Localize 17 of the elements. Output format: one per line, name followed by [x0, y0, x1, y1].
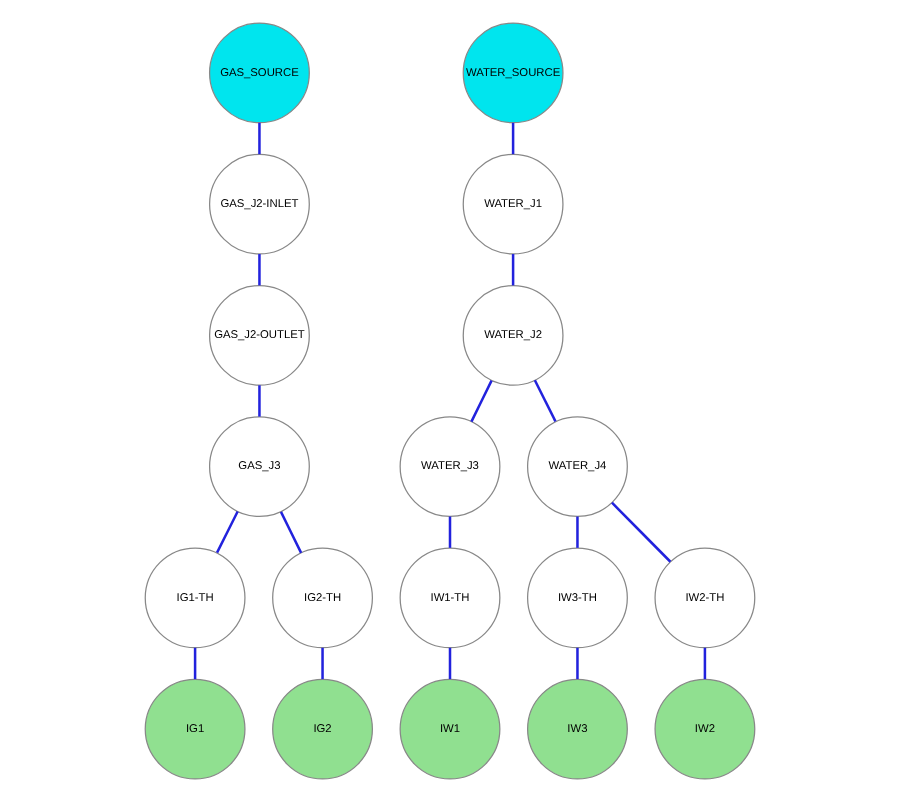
connector [258, 384, 261, 416]
connector [576, 646, 579, 679]
connector [576, 515, 579, 547]
connector [448, 646, 452, 679]
connector [511, 253, 515, 285]
connector [258, 253, 261, 285]
connector [448, 515, 452, 547]
connector [193, 646, 197, 679]
connector [258, 121, 261, 154]
connector [470, 379, 493, 422]
connector [703, 646, 707, 679]
connector [611, 500, 672, 562]
connector [511, 121, 515, 154]
connector [321, 646, 324, 679]
connector [533, 378, 557, 421]
connector [279, 510, 303, 553]
connector [215, 509, 239, 553]
